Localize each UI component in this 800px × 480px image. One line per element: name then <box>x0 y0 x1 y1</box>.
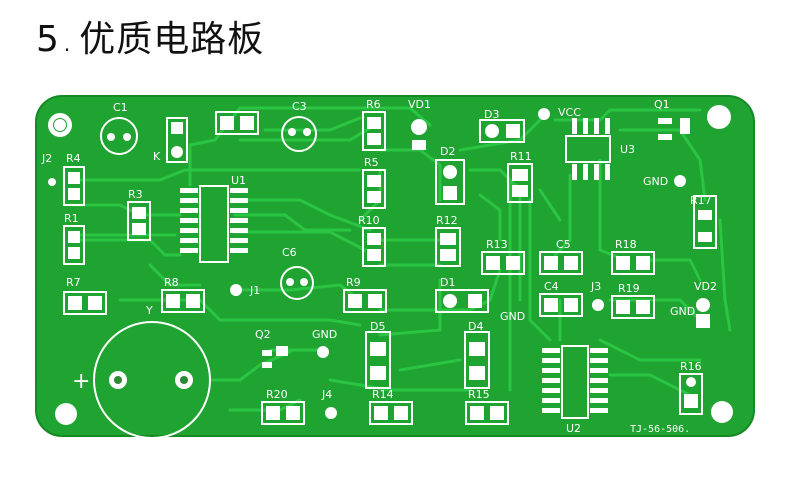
label-j3: J3 <box>590 280 601 293</box>
label-j1: J1 <box>249 284 260 297</box>
label-vd2: VD2 <box>694 280 717 293</box>
label-j4: J4 <box>321 388 332 401</box>
label-u3: U3 <box>620 143 635 156</box>
page-title: 5. 优质电路板 <box>36 10 264 62</box>
label-d4: D4 <box>468 320 483 333</box>
label-r5: R5 <box>364 156 379 169</box>
label-r7: R7 <box>66 276 81 289</box>
component-pads <box>68 116 712 420</box>
ic-u3 <box>565 118 611 180</box>
label-q2: Q2 <box>255 328 271 341</box>
label-r3: R3 <box>128 188 143 201</box>
buzzer-outline <box>93 321 211 439</box>
title-number: 5 <box>36 19 60 60</box>
label-d5: D5 <box>370 320 385 333</box>
label-c4: C4 <box>544 280 559 293</box>
component-footprints <box>63 111 717 425</box>
silkscreen-labels: C1 J2 R4 K C3 R6 VD1 D3 VCC Q1 U3 R5 D2 … <box>41 98 717 435</box>
label-u1: U1 <box>231 174 246 187</box>
title-text: 优质电路板 <box>79 19 265 60</box>
ic-u2 <box>542 345 608 419</box>
label-gnd4: GND <box>312 328 337 341</box>
label-d3: D3 <box>484 108 499 121</box>
ic-u1 <box>180 185 248 263</box>
title-dot: . <box>63 32 72 56</box>
label-c6: C6 <box>282 246 297 259</box>
label-r18: R18 <box>615 238 637 251</box>
label-r20: R20 <box>266 388 288 401</box>
label-r15: R15 <box>468 388 490 401</box>
label-r17: R17 <box>690 194 712 207</box>
label-c5: C5 <box>556 238 571 251</box>
label-r6: R6 <box>366 98 381 111</box>
label-r12: R12 <box>436 214 458 227</box>
label-c3: C3 <box>292 100 307 113</box>
capacitor-outlines <box>100 116 317 300</box>
label-r10: R10 <box>358 214 380 227</box>
label-r16: R16 <box>680 360 702 373</box>
label-gnd2: GND <box>670 305 695 318</box>
label-r13: R13 <box>486 238 508 251</box>
label-r1: R1 <box>64 212 79 225</box>
label-k: K <box>153 150 161 163</box>
label-gnd1: GND <box>643 175 668 188</box>
label-r11: R11 <box>510 150 532 163</box>
label-plus: + <box>72 369 90 394</box>
label-r9: R9 <box>346 276 361 289</box>
label-r19: R19 <box>618 282 640 295</box>
label-r4: R4 <box>66 152 81 165</box>
board-marking: TJ-56-506. <box>630 424 690 435</box>
label-vcc: VCC <box>558 106 581 119</box>
capacitor-pads <box>107 128 311 286</box>
test-points <box>48 108 686 419</box>
label-d1: D1 <box>440 276 455 289</box>
label-vd1: VD1 <box>408 98 431 111</box>
label-c1: C1 <box>113 101 128 114</box>
label-r8: R8 <box>164 276 179 289</box>
label-q1: Q1 <box>654 98 670 111</box>
label-r14: R14 <box>372 388 394 401</box>
label-d2: D2 <box>440 145 455 158</box>
mounting-holes <box>48 105 733 425</box>
label-gnd3: GND <box>500 310 525 323</box>
label-j2: J2 <box>41 152 52 165</box>
label-y: Y <box>145 304 153 317</box>
label-u2: U2 <box>566 422 581 435</box>
